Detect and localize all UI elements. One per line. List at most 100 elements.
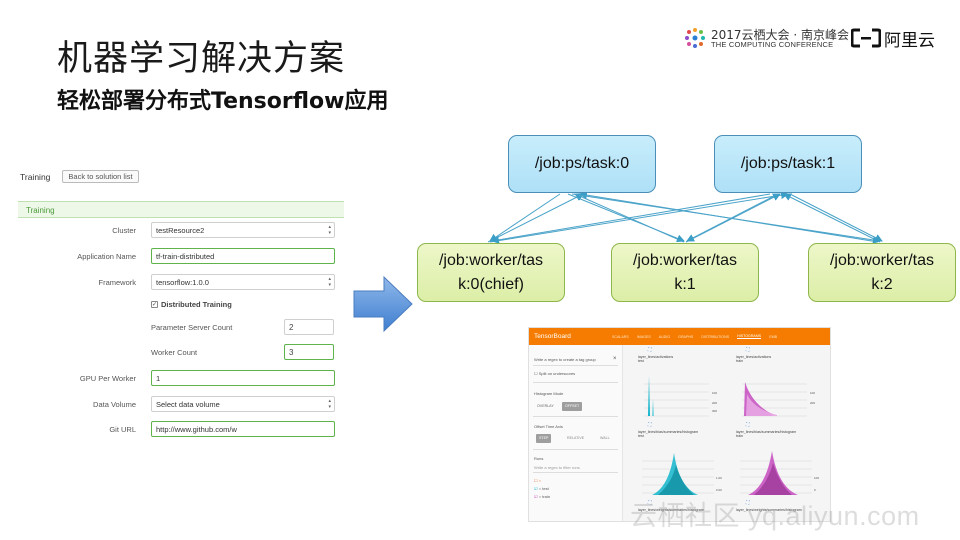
histogram-plot-test-bias: 1.00 0.00 <box>642 453 722 495</box>
framework-row: Framework tensorflow:1.0.0 <box>18 274 348 292</box>
histogram-card: ⛶ layer_lines/weights/summaries/histogra… <box>634 500 734 521</box>
edge-ps0-worker1 <box>567 193 685 243</box>
expand-icon[interactable]: ⛶ <box>746 422 750 428</box>
tab-embeddings[interactable]: EMB <box>769 334 778 339</box>
edge-ps1-worker1 <box>686 193 779 242</box>
right-arrow-icon <box>353 275 413 333</box>
expand-icon[interactable]: ⛶ <box>648 422 652 428</box>
relative-axis-button[interactable]: RELATIVE <box>567 436 585 440</box>
svg-text:200: 200 <box>712 401 717 405</box>
runs-filter-input[interactable]: Write a regex to filter runs <box>534 465 580 470</box>
conference-title: 2017云栖大会 · 南京峰会 <box>711 28 849 42</box>
worker-node-0: /job:worker/tas k:0(chief) <box>417 243 565 302</box>
worker-count-label: Worker Count <box>151 348 198 357</box>
ps-count-label: Parameter Server Count <box>151 323 233 332</box>
divider <box>533 416 618 417</box>
run-train-toggle[interactable]: ☑ ○ train <box>534 494 551 499</box>
tensorboard-logo: TensorBoard <box>534 333 571 340</box>
tab-graphs[interactable]: GRAPHS <box>678 334 694 339</box>
edge-worker0-ps0 <box>487 193 584 243</box>
back-to-solution-list-button[interactable]: Back to solution list <box>62 170 139 183</box>
git-url-input[interactable]: http://www.github.com/w <box>151 421 335 437</box>
close-icon[interactable]: × <box>613 356 617 362</box>
ps-count-input[interactable]: 2 <box>284 319 334 335</box>
tab-scalars[interactable]: SCALARS <box>612 334 629 339</box>
step-axis-button[interactable]: STEP <box>536 434 552 443</box>
offset-mode-button[interactable]: OFFSET <box>562 402 583 411</box>
watermark: 云栖社区 yq.aliyun.com <box>630 501 920 531</box>
training-form: Training Back to solution list Training … <box>18 160 348 450</box>
cluster-label: Cluster <box>112 226 136 235</box>
cluster-diagram-edges <box>487 191 883 244</box>
wall-axis-button[interactable]: WALL <box>600 436 610 440</box>
overlay-mode-button[interactable]: OVERLAY <box>537 404 554 408</box>
histogram-mode-label: Histogram Mode <box>534 391 564 396</box>
framework-select[interactable]: tensorflow:1.0.0 <box>151 274 335 290</box>
svg-text:1.00: 1.00 <box>716 476 722 480</box>
divider <box>533 382 618 383</box>
worker-node-2-line2: k:2 <box>871 275 893 293</box>
breadcrumb-label: Training <box>20 171 51 182</box>
conference-logo: 2017云栖大会 · 南京峰会 THE COMPUTING CONFERENCE <box>683 24 849 52</box>
time-axis-label: Offset Time Axis <box>534 424 563 429</box>
divider <box>533 472 618 473</box>
cluster-row: Cluster testResource2 <box>18 222 348 240</box>
svg-text:0.00: 0.00 <box>716 488 722 492</box>
edge-ps0-worker2 <box>571 193 881 244</box>
runs-label: Runs <box>534 456 544 461</box>
training-section-header: Training <box>18 201 344 218</box>
tag-group-regex-input[interactable]: Write a regex to create a tag group <box>534 357 596 362</box>
tab-images[interactable]: IMAGES <box>636 334 651 339</box>
worker-node-1-line1: /job:worker/tas <box>632 251 738 269</box>
ps-node-1: /job:ps/task:1 <box>714 135 862 193</box>
expand-icon[interactable]: ⛶ <box>648 500 652 506</box>
tab-distributions[interactable]: DISTRIBUTIONS <box>701 334 730 339</box>
edge-worker2-ps1 <box>783 193 881 243</box>
gpu-input[interactable]: 1 <box>151 370 335 386</box>
tensorboard-sidebar: Write a regex to create a tag group × ☐ … <box>529 345 623 521</box>
git-url-row: Git URL http://www.github.com/w <box>18 421 348 439</box>
distributed-training-checkbox[interactable]: ✓ Distributed Training <box>151 300 232 309</box>
data-volume-select[interactable]: Select data volume <box>151 396 335 412</box>
all-runs-checkbox[interactable]: ☐ ○ <box>534 478 542 483</box>
worker-node-0-line1: /job:worker/tas <box>438 251 544 269</box>
edge-ps1-worker2 <box>789 193 883 242</box>
run-test-toggle[interactable]: ☑ ○ test <box>534 486 549 491</box>
divider <box>533 449 618 450</box>
worker-count-input[interactable]: 3 <box>284 344 334 360</box>
tab-audio[interactable]: AUDIO <box>658 334 671 339</box>
application-name-row: Application Name tf-train-distributed <box>18 248 348 266</box>
distributed-row: ✓ Distributed Training <box>18 297 348 315</box>
divider <box>533 365 618 366</box>
conference-dots-icon <box>685 28 705 48</box>
expand-icon[interactable]: ⛶ <box>746 500 750 506</box>
split-underscores-checkbox[interactable]: ☐ Split on underscores <box>534 371 576 376</box>
checkbox-checked-icon: ☑ <box>534 486 538 491</box>
slide-subtitle: 轻松部署分布式Tensorflow应用 <box>57 89 389 114</box>
tensorboard-header: TensorBoard SCALARS IMAGES AUDIO GRAPHS … <box>529 328 830 345</box>
cluster-select[interactable]: testResource2 <box>151 222 335 238</box>
aliyun-name: 阿里云 <box>884 30 935 51</box>
worker-node-1-line2: k:1 <box>674 275 696 293</box>
git-url-label: Git URL <box>109 425 136 434</box>
expand-icon[interactable]: ⛶ <box>746 347 750 353</box>
split-underscores-label: Split on underscores <box>538 371 576 376</box>
slide-title: 机器学习解决方案 <box>57 39 346 79</box>
tab-histograms[interactable]: HISTOGRAMS <box>737 334 762 339</box>
histogram-card-title: layer_lines/weights/summaries/histogram <box>638 508 704 512</box>
application-name-input[interactable]: tf-train-distributed <box>151 248 335 264</box>
svg-text:100: 100 <box>814 476 819 480</box>
expand-icon[interactable]: ⛶ <box>648 347 652 353</box>
worker-count-row: Worker Count 3 <box>18 344 348 362</box>
aliyun-mark-icon <box>851 28 881 48</box>
edge-worker1-ps1 <box>685 193 781 243</box>
edge-ps1-worker0 <box>491 193 771 244</box>
gpu-label: GPU Per Worker <box>79 374 136 383</box>
gpu-row: GPU Per Worker 1 <box>18 370 348 388</box>
